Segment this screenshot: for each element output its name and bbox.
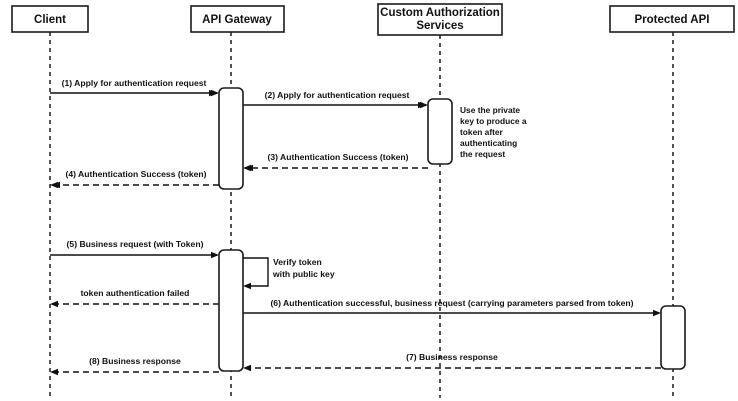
arrowhead-message-failed bbox=[50, 300, 58, 308]
arrowhead-message-7 bbox=[243, 364, 251, 372]
note-line-1: Use the private bbox=[460, 105, 520, 115]
message-5-business-request-with-token[interactable]: (5) Business request (with Token) bbox=[50, 239, 217, 256]
self-message-verify-token[interactable]: Verify token with public key bbox=[243, 257, 335, 290]
participant-label-custom-authorization-services-line2: Services bbox=[416, 20, 463, 32]
participant-box-custom-authorization-services[interactable] bbox=[377, 3, 503, 36]
note-line-5: the request bbox=[460, 149, 505, 159]
activation-api-gateway-1[interactable] bbox=[218, 87, 244, 190]
participant-box-api-gateway[interactable] bbox=[190, 5, 285, 33]
self-message-label-line2: with public key bbox=[272, 269, 335, 279]
message-label-failed: token authentication failed bbox=[81, 288, 190, 298]
message-label-3: (3) Authentication Success (token) bbox=[267, 152, 408, 162]
message-6-authentication-successful-business-request[interactable]: (6) Authentication successful, business … bbox=[243, 298, 659, 314]
activation-api-gateway-2[interactable] bbox=[218, 249, 244, 372]
message-label-8: (8) Business response bbox=[89, 356, 181, 366]
participant-label-protected-api: Protected API bbox=[635, 14, 710, 26]
arrowhead-message-8 bbox=[50, 368, 58, 376]
message-1-apply-for-authentication-request[interactable]: (1) Apply for authentication request bbox=[50, 78, 217, 97]
arrowhead-message-3 bbox=[243, 164, 251, 172]
participant-box-protected-api[interactable] bbox=[609, 5, 735, 33]
arrowhead-message-2 bbox=[420, 101, 428, 109]
message-label-4: (4) Authentication Success (token) bbox=[65, 169, 206, 179]
message-8-business-response[interactable]: (8) Business response bbox=[52, 356, 219, 373]
message-7-business-response[interactable]: (7) Business response bbox=[245, 352, 661, 369]
note-line-4: authenticating bbox=[460, 138, 517, 148]
arrowhead-self-message bbox=[243, 282, 251, 290]
message-label-6: (6) Authentication successful, business … bbox=[270, 298, 633, 308]
arrowheads-lower bbox=[50, 251, 661, 376]
arrowheads-upper bbox=[50, 89, 428, 189]
participant-custom-authorization-services[interactable]: Custom Authorization Services bbox=[377, 3, 503, 36]
arrowhead-message-5 bbox=[211, 251, 219, 259]
message-3-authentication-success-token[interactable]: (3) Authentication Success (token) bbox=[245, 152, 428, 172]
participant-api-gateway[interactable]: API Gateway bbox=[190, 5, 285, 33]
message-label-2: (2) Apply for authentication request bbox=[265, 90, 410, 100]
participant-protected-api[interactable]: Protected API bbox=[609, 5, 735, 33]
participant-client[interactable]: Client bbox=[11, 5, 89, 33]
self-message-path bbox=[243, 257, 269, 287]
message-token-authentication-failed[interactable]: token authentication failed bbox=[52, 288, 219, 305]
message-2-apply-for-authentication-request[interactable]: (2) Apply for authentication request bbox=[243, 90, 426, 109]
message-4-authentication-success-token[interactable]: (4) Authentication Success (token) bbox=[52, 169, 219, 189]
arrowhead-message-6 bbox=[653, 309, 661, 317]
activation-custom-authorization-services-1[interactable] bbox=[427, 98, 453, 165]
arrowhead-message-4 bbox=[50, 181, 58, 189]
activation-protected-api-1[interactable] bbox=[660, 305, 686, 370]
participant-box-client[interactable] bbox=[11, 5, 89, 33]
arrowhead-message-1 bbox=[211, 89, 219, 97]
note-line-3: token after bbox=[460, 127, 504, 137]
message-label-7: (7) Business response bbox=[406, 352, 498, 362]
message-label-5: (5) Business request (with Token) bbox=[67, 239, 204, 249]
participant-label-api-gateway: API Gateway bbox=[202, 14, 272, 26]
note-private-key: Use the private key to produce a token a… bbox=[460, 105, 527, 159]
message-label-1: (1) Apply for authentication request bbox=[62, 78, 207, 88]
self-message-label-line1: Verify token bbox=[273, 257, 322, 267]
note-line-2: key to produce a bbox=[460, 116, 527, 126]
participant-label-client: Client bbox=[34, 14, 66, 26]
participant-label-custom-authorization-services-line1: Custom Authorization bbox=[380, 7, 500, 19]
